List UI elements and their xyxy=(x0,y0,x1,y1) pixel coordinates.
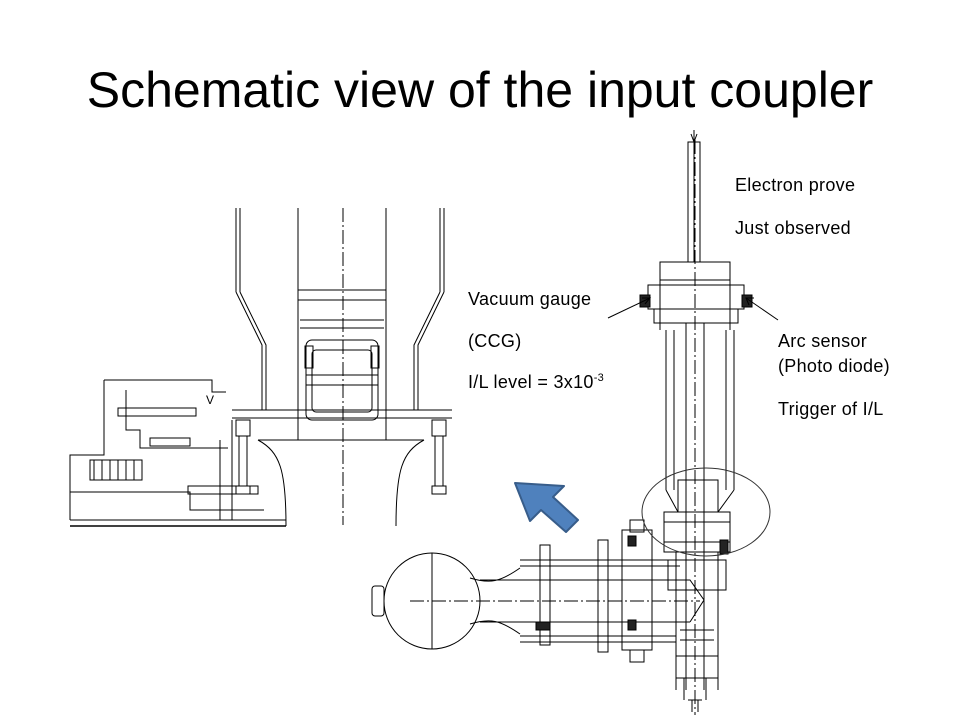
vacuum-gauge-label: Vacuum gauge xyxy=(468,289,592,309)
detail-mark-label: V xyxy=(206,393,214,407)
zoom-arrow xyxy=(514,482,579,533)
il-level-exponent: -3 xyxy=(593,372,605,384)
il-level-text: I/L level = 3x10 xyxy=(468,372,594,392)
arc-sensor-arrowhead xyxy=(745,297,754,306)
ccg-label: (CCG) xyxy=(468,331,522,351)
vacuum-gauge-pointer xyxy=(607,297,651,319)
il-level-label: I/L level = 3x10-3 xyxy=(468,371,604,393)
photo-diode-label: (Photo diode) xyxy=(778,356,890,376)
trigger-il-label: Trigger of I/L xyxy=(778,399,884,419)
input-coupler-assembly xyxy=(371,130,753,715)
window-highlight-ellipse xyxy=(641,467,771,557)
arc-sensor-label: Arc sensor xyxy=(778,331,868,351)
arc-sensor-pointer xyxy=(745,297,779,321)
enlarged-detail-view xyxy=(69,208,452,527)
electron-probe-label: Electron prove xyxy=(735,175,856,195)
slide-title: Schematic view of the input coupler xyxy=(86,62,874,118)
vacuum-gauge-arrowhead xyxy=(642,297,652,305)
just-observed-label: Just observed xyxy=(735,218,851,238)
